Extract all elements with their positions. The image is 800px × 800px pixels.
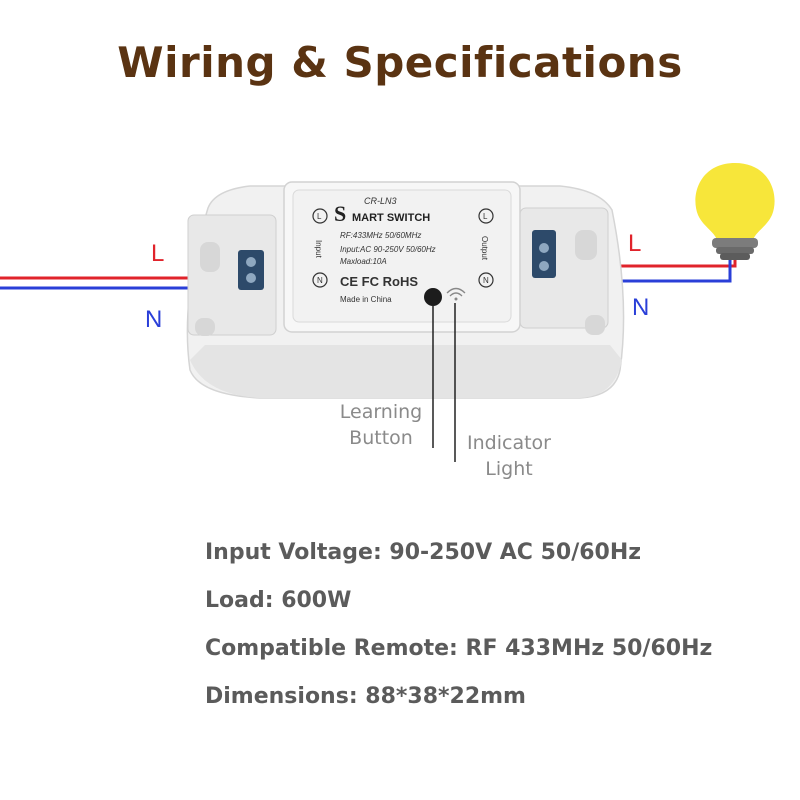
smart-switch-device: [186, 181, 625, 399]
device-name: MART SWITCH: [352, 212, 430, 224]
learning-button-label-2: Button: [349, 427, 413, 449]
device-input-line: Input:AC 90-250V 50/60Hz: [340, 245, 436, 254]
terminal-n-left: N: [317, 276, 323, 285]
device-model: CR-LN3: [364, 196, 397, 206]
spec-load: Load: 600W: [205, 588, 712, 636]
terminal-n-right: N: [483, 276, 489, 285]
spec-label: Load:: [205, 588, 282, 613]
device-certifications: CE FC RoHS: [340, 274, 418, 289]
spec-label: Input Voltage:: [205, 540, 390, 565]
right-live-label: L: [628, 230, 642, 257]
right-neutral-label: N: [632, 294, 650, 321]
learning-button-label-1: Learning: [339, 401, 423, 423]
left-neutral-label: N: [145, 306, 163, 333]
device-rf-line: RF:433MHz 50/60MHz: [340, 231, 421, 240]
spec-value: RF 433MHz 50/60Hz: [465, 636, 713, 661]
indicator-light-label-1: Indicator: [467, 432, 551, 454]
spec-value: 600W: [281, 588, 352, 613]
output-side-label: Output: [480, 236, 489, 261]
indicator-light-callout: Indicator Light: [456, 430, 562, 482]
device-origin: Made in China: [340, 295, 392, 304]
light-bulb-icon: [695, 163, 775, 260]
spec-value: 90-250V AC 50/60Hz: [389, 540, 642, 565]
learning-button-callout: Learning Button: [326, 399, 436, 451]
spec-label: Compatible Remote:: [205, 636, 466, 661]
spec-label: Dimensions:: [205, 684, 366, 709]
spec-compatible-remote: Compatible Remote: RF 433MHz 50/60Hz: [205, 636, 712, 684]
left-live-label: L: [151, 240, 165, 267]
page-title: Wiring & Specifications: [117, 38, 683, 87]
indicator-light-icon: [446, 287, 466, 301]
spec-value: 88*38*22mm: [365, 684, 526, 709]
device-name-initial: S: [334, 201, 346, 226]
device-maxload-line: Maxload:10A: [340, 257, 387, 266]
spec-list: Input Voltage: 90-250V AC 50/60Hz Load: …: [205, 540, 712, 732]
indicator-light-label-2: Light: [485, 458, 533, 480]
spec-dimensions: Dimensions: 88*38*22mm: [205, 684, 712, 732]
terminal-l-left: L: [317, 212, 322, 221]
terminal-l-right: L: [483, 212, 488, 221]
learning-button[interactable]: [424, 288, 442, 306]
input-side-label: Input: [314, 240, 323, 259]
spec-input-voltage: Input Voltage: 90-250V AC 50/60Hz: [205, 540, 712, 588]
